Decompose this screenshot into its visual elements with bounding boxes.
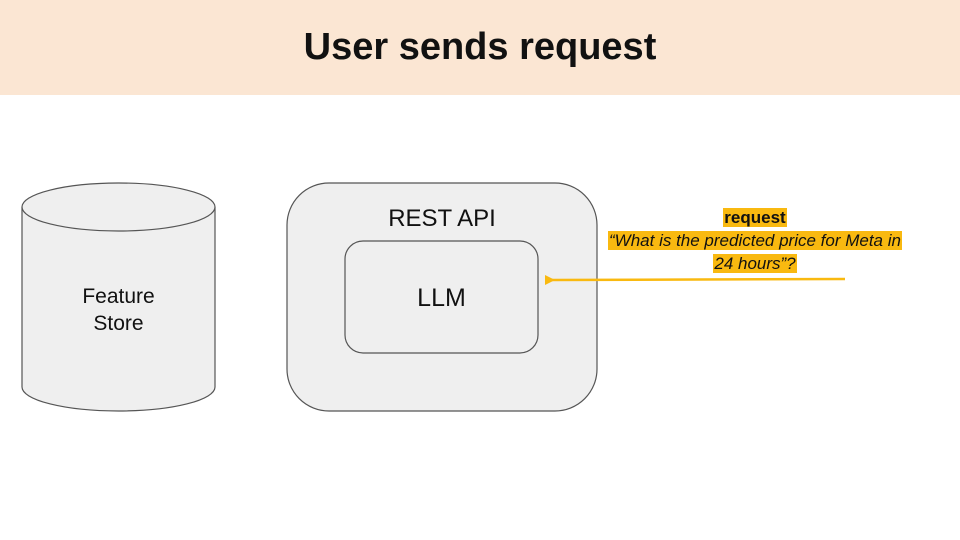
request-arrow — [544, 275, 846, 286]
llm-label: LLM — [417, 284, 466, 312]
request-text-line2: 24 hours”? — [713, 254, 797, 273]
request-label: request — [723, 208, 787, 227]
header-band — [0, 0, 960, 95]
slide-title: User sends request — [303, 26, 657, 68]
rest-api-label: REST API — [388, 205, 496, 232]
llm-box — [344, 240, 539, 354]
request-annotation: request “What is the predicted price for… — [590, 206, 920, 275]
request-text-line1: “What is the predicted price for Meta in — [608, 231, 902, 250]
feature-store-label-line2: Store — [93, 312, 144, 335]
feature-store-label-line1: Feature — [82, 285, 155, 308]
feature-store-cylinder — [21, 182, 216, 412]
feature-store-label: Feature Store — [22, 283, 215, 337]
